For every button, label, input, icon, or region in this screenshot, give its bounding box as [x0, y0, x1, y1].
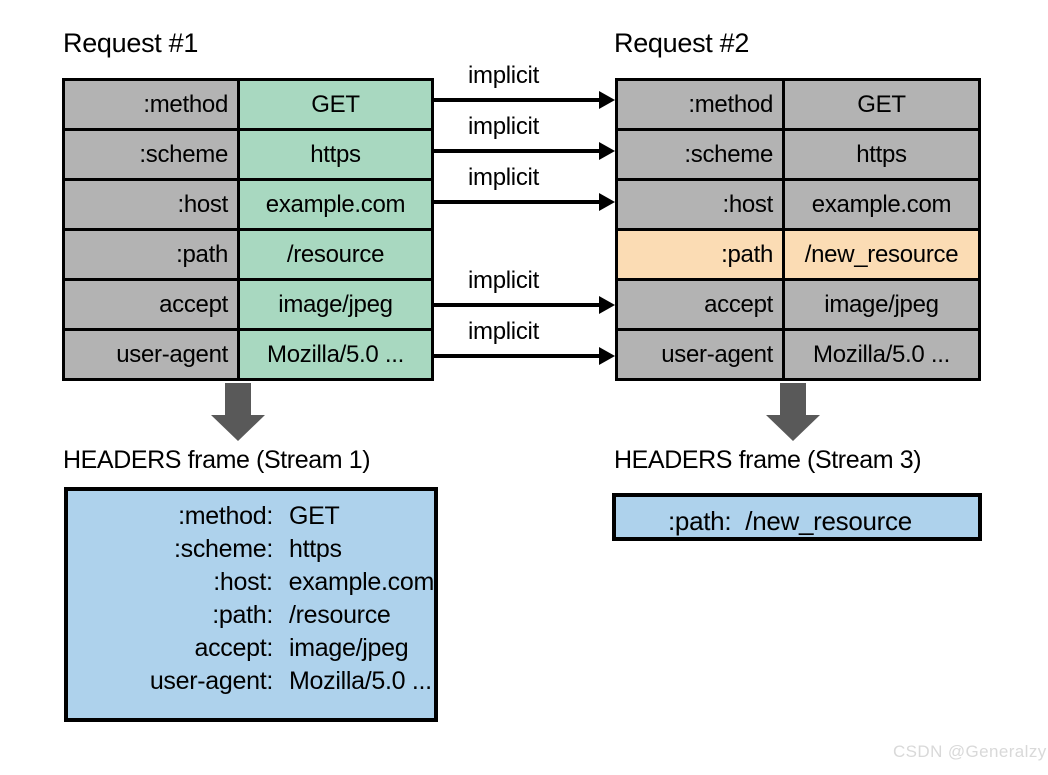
header-value: /resource	[240, 231, 431, 278]
table-row: user-agent Mozilla/5.0 ...	[65, 331, 431, 378]
implicit-label: implicit	[468, 267, 539, 294]
implicit-label: implicit	[468, 113, 539, 140]
headers-frame-stream1-box: :method: GET :scheme: https :host: examp…	[64, 487, 438, 722]
header-name: accept	[65, 281, 240, 328]
header-key: :host:	[213, 568, 273, 596]
down-arrow-icon-left	[211, 383, 265, 441]
list-item: accept: image/jpeg	[68, 634, 434, 667]
table-row: :host example.com	[618, 181, 978, 231]
header-name: :host	[65, 181, 240, 228]
table-row: :path /resource	[65, 231, 431, 281]
table-row: accept image/jpeg	[618, 281, 978, 331]
list-item: :path: /resource	[68, 601, 434, 634]
header-value: GET	[289, 502, 340, 530]
header-value: /new_resource	[785, 231, 978, 278]
header-name: accept	[618, 281, 785, 328]
table-row: user-agent Mozilla/5.0 ...	[618, 331, 978, 378]
request1-header-table: :method GET :scheme https :host example.…	[62, 78, 434, 381]
header-name: :method	[618, 81, 785, 128]
header-name: user-agent	[618, 331, 785, 378]
header-value: example.com	[288, 568, 435, 596]
header-name: :scheme	[65, 131, 240, 178]
table-row: :scheme https	[618, 131, 978, 181]
implicit-label: implicit	[468, 164, 539, 191]
down-arrow-icon-right	[766, 383, 820, 441]
header-key: :scheme:	[173, 535, 273, 563]
table-row: :host example.com	[65, 181, 431, 231]
implicit-arrow	[434, 142, 615, 160]
implicit-arrow	[434, 193, 615, 211]
header-value: Mozilla/5.0 ...	[240, 331, 431, 378]
header-name: :host	[618, 181, 785, 228]
header-key: :path:	[212, 601, 273, 629]
table-row: accept image/jpeg	[65, 281, 431, 331]
header-key: accept:	[194, 634, 273, 662]
list-item: :path: /new_resource	[616, 506, 978, 537]
header-list: :method: GET :scheme: https :host: examp…	[68, 491, 434, 700]
list-item: :host: example.com	[68, 568, 434, 601]
headers-frame-stream3-title: HEADERS frame (Stream 3)	[614, 446, 922, 474]
header-value: https	[289, 535, 342, 563]
request2-title: Request #2	[614, 28, 750, 58]
implicit-arrow	[434, 347, 615, 365]
header-key: :method:	[178, 502, 273, 530]
header-name: :scheme	[618, 131, 785, 178]
header-value: Mozilla/5.0 ...	[289, 667, 432, 695]
headers-frame-stream3-box: :path: /new_resource	[612, 493, 982, 541]
header-value: GET	[785, 81, 978, 128]
list-item: :scheme: https	[68, 535, 434, 568]
table-row-highlighted: :path /new_resource	[618, 231, 978, 281]
header-name: :path	[65, 231, 240, 278]
header-name: :path	[618, 231, 785, 278]
implicit-arrow	[434, 296, 615, 314]
header-value: https	[240, 131, 431, 178]
table-row: :method GET	[65, 81, 431, 131]
header-name: user-agent	[65, 331, 240, 378]
header-value: /resource	[289, 601, 391, 629]
table-row: :method GET	[618, 81, 978, 131]
header-value: /new_resource	[745, 506, 912, 536]
table-row: :scheme https	[65, 131, 431, 181]
header-value: https	[785, 131, 978, 178]
header-value: image/jpeg	[240, 281, 431, 328]
header-value: image/jpeg	[289, 634, 409, 662]
list-item: :method: GET	[68, 502, 434, 535]
header-value: Mozilla/5.0 ...	[785, 331, 978, 378]
header-value: image/jpeg	[785, 281, 978, 328]
header-value: example.com	[240, 181, 431, 228]
header-name: :method	[65, 81, 240, 128]
header-list: :path: /new_resource	[616, 497, 978, 537]
headers-frame-stream1-title: HEADERS frame (Stream 1)	[63, 446, 371, 474]
header-value: example.com	[785, 181, 978, 228]
implicit-arrow	[434, 91, 615, 109]
header-value: GET	[240, 81, 431, 128]
implicit-label: implicit	[468, 318, 539, 345]
header-key: user-agent:	[149, 667, 273, 695]
header-key: :path:	[668, 506, 732, 536]
list-item: user-agent: Mozilla/5.0 ...	[68, 667, 434, 700]
implicit-label: implicit	[468, 62, 539, 89]
request2-header-table: :method GET :scheme https :host example.…	[615, 78, 981, 381]
watermark: CSDN @Generalzy	[893, 742, 1047, 761]
request1-title: Request #1	[63, 28, 199, 58]
